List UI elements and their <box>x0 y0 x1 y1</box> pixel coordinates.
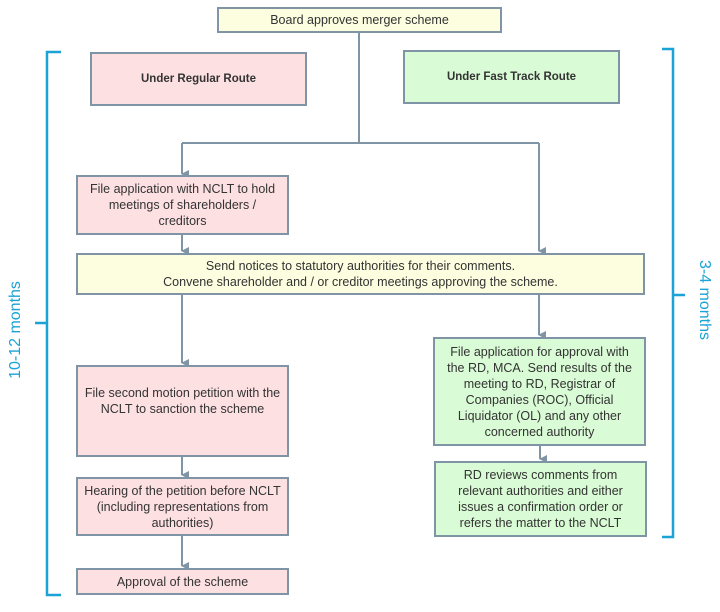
hearing-node: Hearing of the petition before NCLT (inc… <box>76 477 289 536</box>
fast-track-duration-label: 3-4 months <box>696 259 713 341</box>
send-notices-line-2: Convene shareholder and / or creditor me… <box>163 275 558 289</box>
send-notices-line-1: Send notices to statutory authorities fo… <box>205 259 516 273</box>
regular-duration-bracket <box>35 50 61 597</box>
fast-track-route-header: Under Fast Track Route <box>403 50 620 104</box>
rd-reviews-node: RD reviews comments from relevant author… <box>434 461 647 537</box>
approval-node: Approval of the scheme <box>76 568 289 595</box>
file-application-nclt-node: File application with NCLT to hold meeti… <box>76 175 289 235</box>
fast-track-duration-bracket <box>662 47 685 539</box>
second-motion-node: File second motion petition with the NCL… <box>76 365 289 457</box>
board-approves-node: Board approves merger scheme <box>217 7 502 33</box>
file-rd-mca-node: File application for approval with the R… <box>433 337 646 446</box>
regular-duration-label: 10-12 months <box>7 281 24 379</box>
connector-board-split <box>182 33 539 144</box>
regular-route-header: Under Regular Route <box>90 52 307 106</box>
send-notices-node: Send notices to statutory authorities fo… <box>76 253 645 295</box>
